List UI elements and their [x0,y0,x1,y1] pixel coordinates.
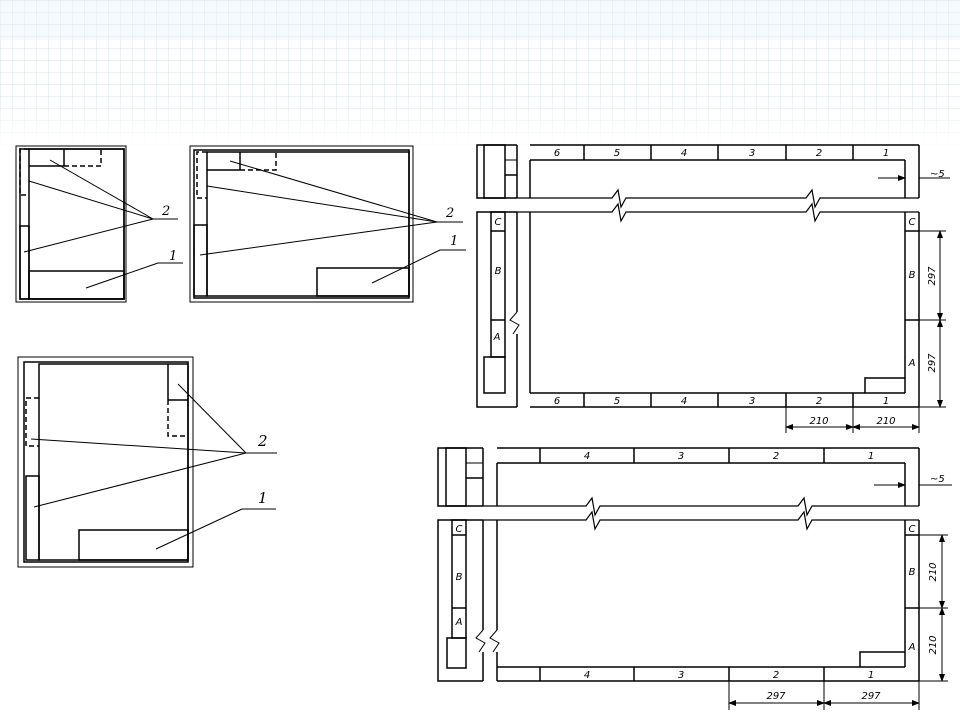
row-label: A [493,332,501,343]
column-label: 1 [883,396,889,407]
column-label: 4 [681,148,687,159]
column-label: 2 [816,148,822,159]
column-label: 5 [614,396,620,407]
dimension-label: 297 [927,353,938,373]
column-label: 2 [816,396,822,407]
column-label: 3 [749,148,755,159]
column-label: 6 [554,148,560,159]
dimension-label: 210 [928,635,939,654]
column-label: 2 [773,451,779,462]
callout-2: 2 [257,432,268,450]
column-label: 2 [773,670,779,681]
diagram-small-horizontal [189,145,466,303]
callout-2: 2 [445,206,454,221]
column-label: 4 [584,451,590,462]
row-label: A [455,617,463,628]
zone-sheet-bottom [437,447,952,710]
column-label: 5 [614,148,620,159]
column-label: 4 [681,396,687,407]
dimension-label: 297 [861,691,881,702]
column-label: 1 [868,670,874,681]
row-label: C [909,524,916,535]
diagram-large-vertical [17,356,277,568]
row-label: C [456,524,463,535]
dimension-label: 297 [927,266,938,286]
row-label: B [495,266,502,277]
row-label: C [909,217,916,228]
callout-1: 1 [169,249,177,264]
callout-2: 2 [161,204,170,219]
row-label: B [456,572,463,583]
dimension-label: 210 [928,562,939,581]
graph-paper-background [0,0,960,155]
column-label: 1 [883,148,889,159]
dimension-label: 210 [809,416,828,427]
dimension-label: 210 [876,416,895,427]
zone-bottom-row-labels: C B A C B A [455,524,916,653]
row-label: B [909,270,916,281]
zone-sheet-top [476,144,950,433]
column-label: 1 [868,451,874,462]
margin-dimension: ~5 [930,169,945,180]
column-label: 3 [678,451,684,462]
row-label: B [909,567,916,578]
row-label: C [495,217,502,228]
margin-dimension: ~5 [930,474,945,485]
column-label: 3 [749,396,755,407]
zone-top-column-labels: 6 5 4 3 2 1 6 5 4 3 2 1 [554,148,889,407]
callout-1: 1 [258,489,268,507]
callout-1: 1 [450,234,458,249]
zone-bottom-column-labels: 4 3 2 1 4 3 2 1 [584,451,874,681]
dimension-label: 297 [766,691,786,702]
zone-top-row-labels: C B A C B A [493,217,916,369]
column-label: 6 [554,396,560,407]
row-label: A [908,642,916,653]
column-label: 4 [584,670,590,681]
diagram-small-vertical [15,145,183,303]
row-label: A [908,358,916,369]
column-label: 3 [678,670,684,681]
